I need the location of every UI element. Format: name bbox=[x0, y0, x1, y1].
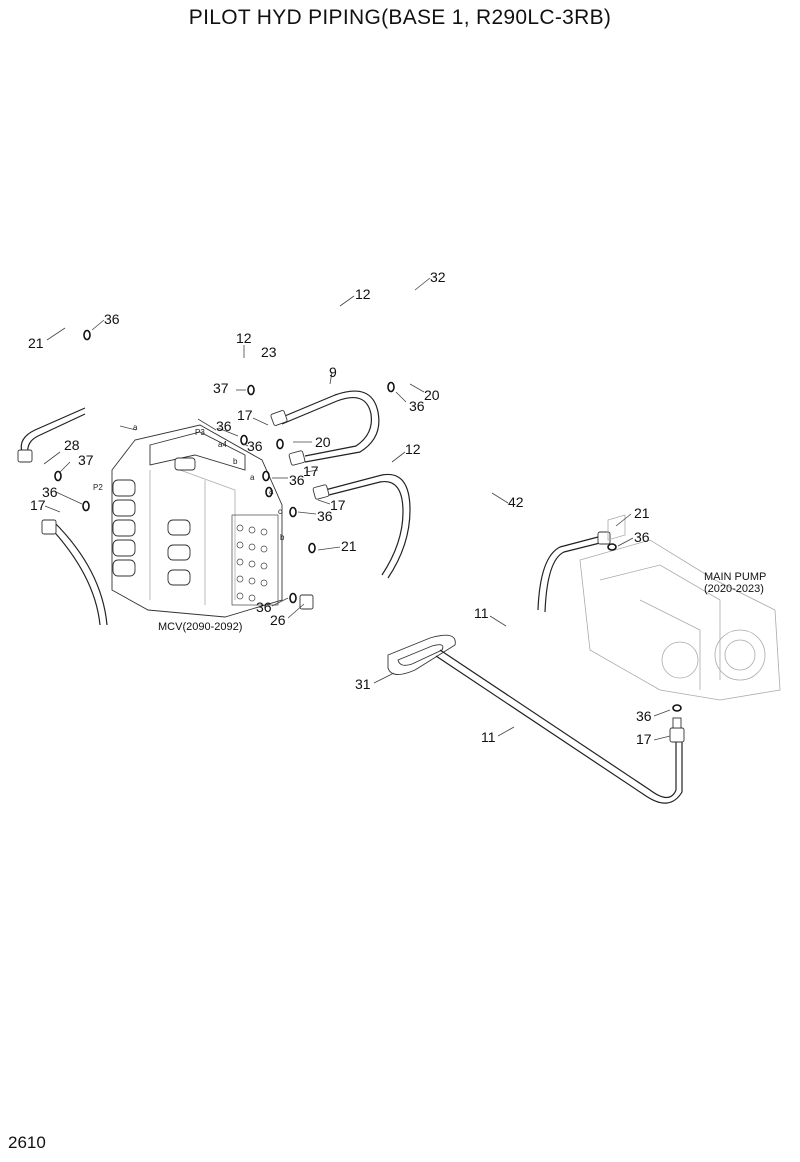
callout-36: 36 bbox=[289, 472, 305, 488]
callout-31: 31 bbox=[355, 676, 371, 692]
callout-36: 36 bbox=[42, 484, 58, 500]
plug-26 bbox=[299, 594, 314, 610]
callout-36: 36 bbox=[636, 708, 652, 724]
page-title: PILOT HYD PIPING(BASE 1, R290LC-3RB) bbox=[188, 6, 612, 29]
port-label-a-top: a bbox=[133, 423, 138, 432]
leader-lines bbox=[43, 277, 671, 741]
callout-17: 17 bbox=[30, 497, 46, 513]
port-label-b-lower: b bbox=[280, 533, 285, 542]
port-label-a-right: a bbox=[269, 487, 274, 496]
callout-42: 42 bbox=[508, 494, 524, 510]
port-label-p3: P3 bbox=[195, 428, 205, 437]
callout-37: 37 bbox=[213, 380, 229, 396]
callout-20: 20 bbox=[315, 434, 331, 450]
callout-36: 36 bbox=[317, 508, 333, 524]
hose-12-long bbox=[312, 473, 411, 579]
callout-17: 17 bbox=[636, 731, 652, 747]
page-number: 2610 bbox=[8, 1133, 46, 1152]
hose-left-upper bbox=[17, 407, 86, 463]
callout-11: 11 bbox=[474, 605, 489, 621]
callout-21: 21 bbox=[341, 538, 357, 554]
callout-36: 36 bbox=[216, 418, 232, 434]
main-pump bbox=[579, 514, 781, 701]
callout-20: 20 bbox=[424, 387, 440, 403]
callouts: 32 12 36 21 12 23 9 37 20 36 17 36 36 20… bbox=[28, 269, 652, 747]
callout-12: 12 bbox=[236, 330, 252, 346]
o-rings bbox=[54, 329, 682, 712]
callout-21: 21 bbox=[28, 335, 44, 351]
hose-left-lower bbox=[41, 519, 108, 626]
callout-32: 32 bbox=[430, 269, 446, 285]
port-label-a-mid: a bbox=[250, 473, 255, 482]
callout-9: 9 bbox=[329, 364, 337, 380]
callout-36: 36 bbox=[409, 398, 425, 414]
callout-17: 17 bbox=[330, 497, 346, 513]
callout-26: 26 bbox=[270, 612, 286, 628]
callout-37: 37 bbox=[78, 452, 94, 468]
port-label-c: c bbox=[278, 507, 282, 516]
callout-11: 11 bbox=[481, 729, 496, 745]
callout-17: 17 bbox=[237, 407, 253, 423]
callout-36: 36 bbox=[247, 438, 263, 454]
port-label-b-upper: b bbox=[233, 457, 238, 466]
callout-23: 23 bbox=[261, 344, 277, 360]
callout-36: 36 bbox=[104, 311, 120, 327]
mcv-block bbox=[111, 424, 283, 618]
port-label-p2: P2 bbox=[93, 483, 103, 492]
hose-pump bbox=[537, 531, 611, 613]
callout-12-top: 12 bbox=[355, 286, 371, 302]
callout-28: 28 bbox=[64, 437, 80, 453]
hose-9-loop bbox=[270, 390, 380, 466]
main-pump-caption-line1: MAIN PUMP bbox=[704, 571, 766, 583]
main-pump-caption-line2: (2020-2023) bbox=[704, 583, 764, 595]
mcv-caption: MCV(2090-2092) bbox=[158, 621, 242, 633]
callout-17: 17 bbox=[303, 463, 319, 479]
port-label-a4: a4 bbox=[218, 440, 227, 449]
callout-12: 12 bbox=[405, 441, 421, 457]
callout-21: 21 bbox=[634, 505, 650, 521]
callout-36: 36 bbox=[634, 529, 650, 545]
pipe-11-assembly bbox=[387, 634, 685, 804]
port-labels: a P3 a4 b a a c b P2 bbox=[93, 423, 285, 542]
callout-36: 36 bbox=[256, 599, 272, 615]
